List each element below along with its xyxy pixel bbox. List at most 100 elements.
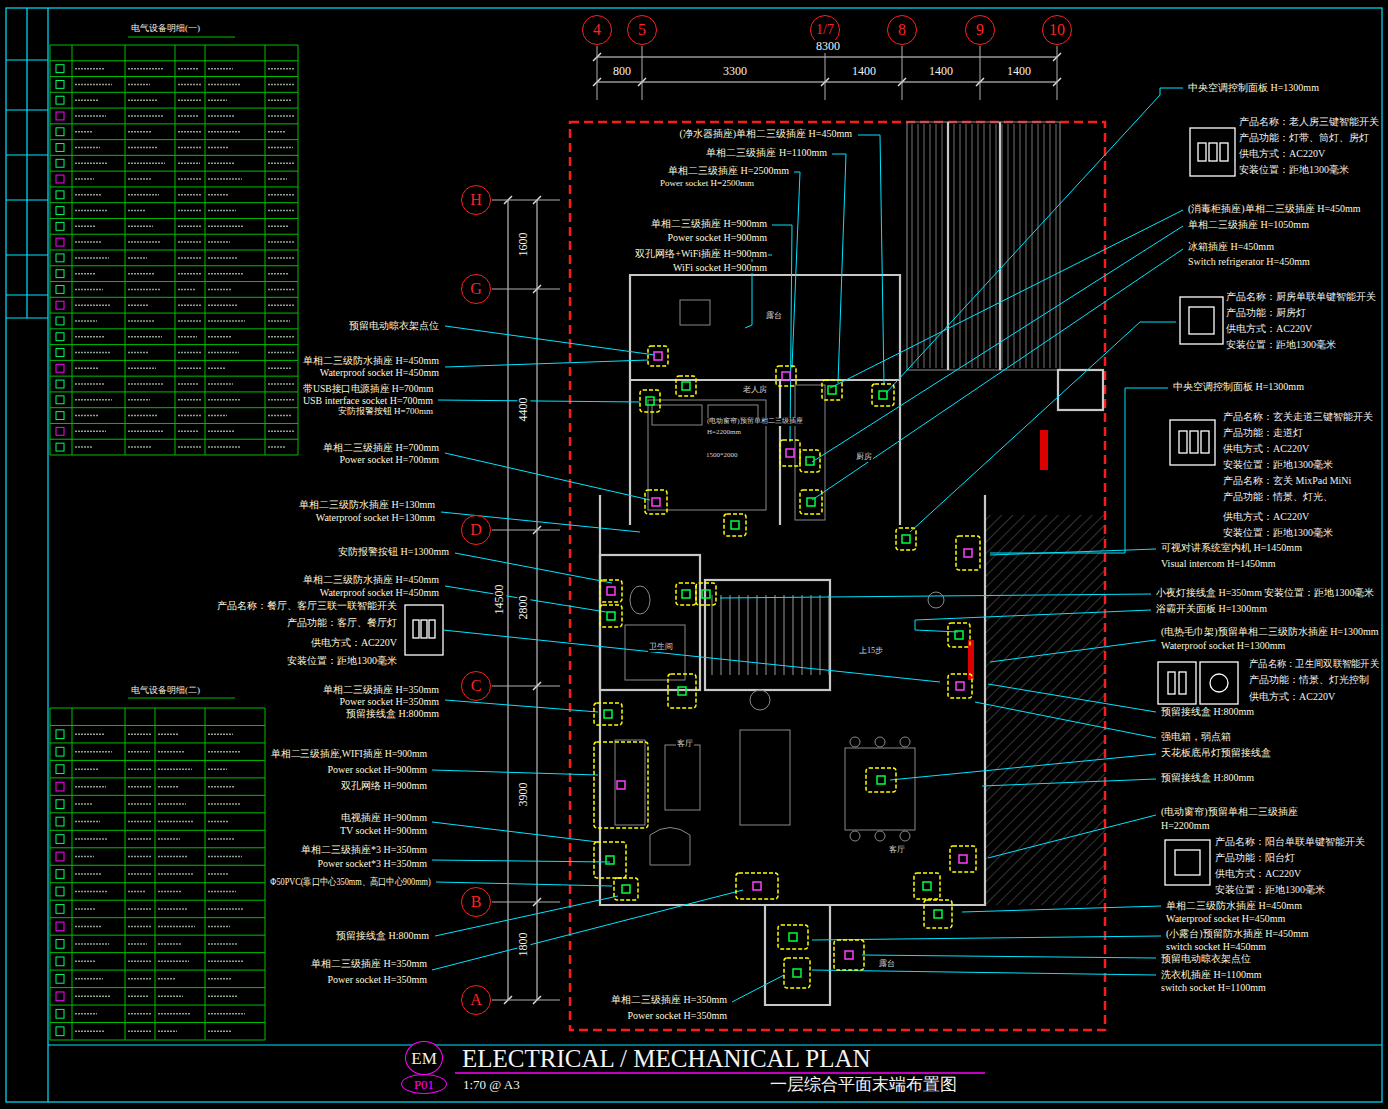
- callout-text: 单相二三级防水插座 H=130mm: [298, 499, 436, 510]
- dimension: 1800: [517, 932, 530, 958]
- callout-text: 中央空调控制面板 H=1300mm: [1172, 381, 1305, 392]
- node-text: 1/7: [816, 23, 834, 37]
- dimension: 800: [612, 65, 632, 78]
- room-name: 卫生间: [648, 643, 674, 652]
- callout-text: Waterproof socket H=450mm: [319, 367, 440, 378]
- room-note: (电动窗帘)预留单相二三级插座: [706, 418, 804, 426]
- callout-text: 产品功能：厨房灯: [1225, 307, 1307, 318]
- callout-text: 安防报警按钮 H=1300mm: [337, 546, 450, 557]
- callout-text: 安装位置：距地1300毫米: [1214, 884, 1326, 895]
- axis-bubble: H: [461, 185, 491, 215]
- callout-text: 冰箱插座 H=450mm: [1187, 241, 1275, 252]
- axis-bubble: 9: [965, 15, 995, 45]
- axis-bubble: 5: [627, 15, 657, 45]
- drawing-caption: 一层综合平面末端布置图: [770, 1076, 957, 1095]
- callout-text: 单相二三级插座 H=350mm: [610, 994, 728, 1005]
- walls: [600, 122, 1103, 1005]
- axis-bubble: G: [461, 274, 491, 304]
- callout-text: 双孔网络 H=900mm: [340, 780, 428, 791]
- callout-text: (小露台)预留防水插座 H=450mm: [1165, 928, 1310, 939]
- callout-text: 安装位置：距地1300毫米: [1222, 459, 1334, 470]
- node-text: H: [470, 192, 482, 208]
- callout-text: 产品功能：灯带、筒灯、房灯: [1238, 132, 1370, 143]
- dimension: 2800: [517, 595, 530, 621]
- callout-text: 单相二三级插座 H=1050mm: [1187, 219, 1310, 230]
- grid-axis-lines: [492, 46, 1057, 1000]
- callout-text: Power socket H=900mm: [326, 764, 428, 775]
- node-text: EM: [411, 1050, 437, 1067]
- table-title: 电气设备明细(一): [130, 24, 201, 34]
- switch-icons: [405, 128, 1238, 885]
- callout-text: 产品名称：玄关 MixPad MiNi: [1222, 475, 1352, 486]
- callout-text: 安防报警按钮 H=700mm: [337, 407, 434, 417]
- callout-text: 产品名称：玄关走道三键智能开关: [1222, 411, 1374, 422]
- callout-text: Waterproof socket H=130mm: [315, 512, 436, 523]
- table-title-underline: [128, 37, 235, 698]
- room-name: 客厅: [676, 740, 694, 749]
- node-text: G: [470, 281, 482, 297]
- callout-text: TV socket H=900mm: [339, 825, 428, 836]
- callout-text: 单相二三级插座 H=900mm: [650, 218, 768, 229]
- callout-text: 供电方式：AC220V: [1225, 323, 1313, 334]
- drawing-title: ELECTRICAL / MECHANICAL PLAN: [462, 1045, 871, 1073]
- room-name: 厨房: [855, 453, 873, 462]
- callout-text: Power socket H=2500mm: [659, 179, 755, 189]
- callout-text: Waterproof socket H=450mm: [319, 587, 440, 598]
- callout-text: switch socket H=450mm: [1165, 941, 1267, 952]
- callout-text: 单相二三级插座 H=700mm: [322, 442, 440, 453]
- dimension: 1400: [1006, 65, 1032, 78]
- device-symbols: [594, 346, 980, 988]
- callout-text: 供电方式：AC220V: [1238, 148, 1326, 159]
- callout-text: 小夜灯接线盒 H=350mm 安装位置：距地1300毫米: [1155, 587, 1375, 598]
- dimension: 8300: [815, 40, 841, 53]
- dimension: 1400: [851, 65, 877, 78]
- callout-text: 安装位置：距地1300毫米: [286, 655, 398, 666]
- callout-text: 产品名称：厨房单联单键智能开关: [1225, 291, 1377, 302]
- callout-text: (净水器插座)单相二三级插座 H=450mm: [678, 128, 853, 139]
- callout-text: 产品名称：老人房三键智能开关: [1238, 116, 1380, 127]
- room-name: 老人房: [742, 386, 768, 395]
- axis-bubble: A: [461, 985, 491, 1015]
- callout-text: 产品功能：情景、灯光控制: [1248, 674, 1370, 685]
- callout-text: 单相二三级防水插座 H=450mm: [302, 574, 440, 585]
- sheet-frame: [6, 8, 1382, 1102]
- axis-bubble: B: [461, 887, 491, 917]
- callout-text: 单相二三级插座 H=1100mm: [705, 147, 828, 158]
- callout-text: 供电方式：AC220V: [1214, 868, 1302, 879]
- callout-text: 单相二三级防水插座 H=450mm: [302, 355, 440, 366]
- callout-text: Power socket H=900mm: [666, 232, 768, 243]
- callout-text: 单相二三级插座*3 H=350mm: [300, 844, 428, 855]
- callout-text: 单相二三级插座 H=2500mm: [667, 165, 790, 176]
- room-name: 露台: [878, 960, 896, 969]
- dimension: 14500: [493, 584, 506, 616]
- node-text: B: [471, 894, 482, 910]
- room-name: 客厅: [888, 846, 906, 855]
- furniture: [615, 300, 944, 865]
- callout-text: Φ50PVC(靠口中心350mm、高口中心900mm): [270, 876, 432, 887]
- callout-text: Visual intercom H=1450mm: [1160, 558, 1276, 569]
- plan-boundary: [570, 122, 1105, 1030]
- node-text: 8: [898, 22, 906, 38]
- callout-text: 可视对讲系统室内机 H=1450mm: [1160, 542, 1303, 553]
- room-note: H=2200mm: [706, 429, 742, 437]
- dimension: 1400: [928, 65, 954, 78]
- callout-text: 预留接线盒 H:800mm: [1160, 706, 1255, 717]
- callout-text: 强电箱，弱点箱: [1160, 731, 1232, 742]
- callout-text: H=2200mm: [1160, 820, 1210, 831]
- hatched-areas: [907, 122, 1105, 905]
- callout-text: 预留电动晾衣架点位: [348, 320, 440, 331]
- node-text: 10: [1049, 22, 1065, 38]
- callout-text: Power socket H=350mm: [338, 696, 440, 707]
- callout-text: (电动窗帘)预留单相二三级插座: [1160, 806, 1299, 817]
- callout-text: 供电方式：AC220V: [310, 637, 398, 648]
- callout-text: 预留电动晾衣架点位: [1160, 953, 1252, 964]
- callout-text: Waterproof socket H=450mm: [1165, 913, 1286, 924]
- dimension: 3900: [517, 782, 530, 808]
- axis-bubble: D: [461, 515, 491, 545]
- callout-text: switch socket H=1100mm: [1160, 982, 1267, 993]
- callout-text: 单相二三级插座,WIFI插座 H=900mm: [270, 748, 428, 759]
- callout-text: Power socket H=350mm: [626, 1010, 728, 1021]
- callout-text: 带USB接口电源插座 H=700mm: [302, 383, 434, 394]
- callout-text: 供电方式：AC220V: [1222, 443, 1310, 454]
- callout-text: 洗衣机插座 H=1100mm: [1160, 969, 1263, 980]
